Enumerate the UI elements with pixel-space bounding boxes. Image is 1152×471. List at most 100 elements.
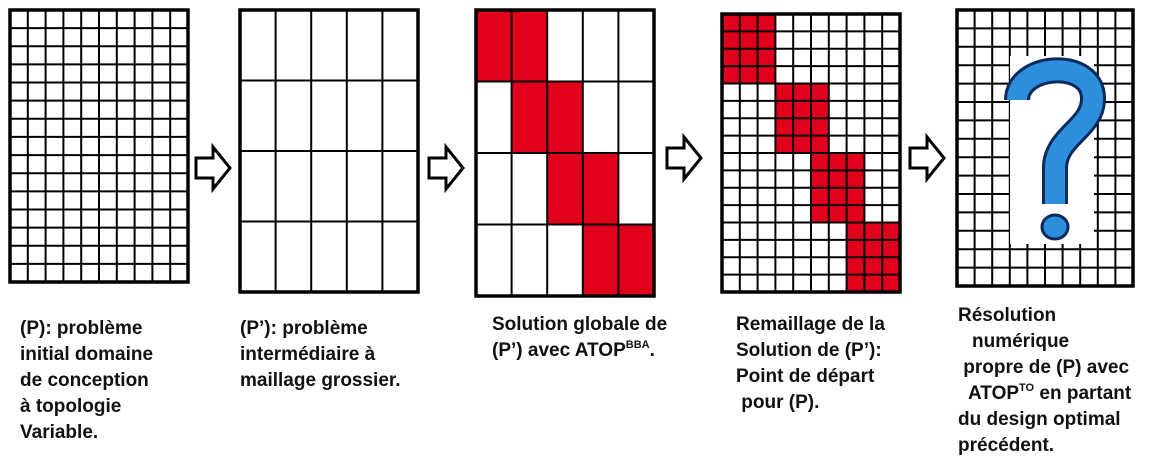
filled-cell xyxy=(811,153,829,171)
filled-cell xyxy=(547,153,583,225)
filled-cell xyxy=(846,170,865,188)
grid-border xyxy=(955,8,1135,288)
filled-cell xyxy=(722,31,740,49)
caption-line: Variable. xyxy=(20,422,99,443)
filled-cell xyxy=(722,48,740,67)
arrow-shape xyxy=(427,142,465,194)
filled-cell xyxy=(739,48,758,67)
filled-cell xyxy=(846,153,865,171)
caption-text: ATOP xyxy=(968,383,1020,404)
filled-cell xyxy=(846,222,865,240)
caption-line: Point de départ xyxy=(736,366,875,387)
filled-cell xyxy=(846,205,865,223)
filled-cell xyxy=(757,14,776,32)
caption-superscript: TO xyxy=(1019,382,1035,394)
caption-line: ATOPTO en partant xyxy=(958,381,1131,407)
panel-global-solution xyxy=(474,8,656,298)
caption-step-4: Remaillage de la Solution de (P’): Point… xyxy=(736,312,885,416)
coarse-mesh-grid xyxy=(238,8,420,294)
caption-line: propre de (P) avec xyxy=(958,357,1130,378)
filled-cell xyxy=(511,81,548,153)
caption-line: Résolution xyxy=(958,305,1057,326)
filled-cell xyxy=(582,153,619,225)
grid-border xyxy=(474,8,656,298)
caption-step-3: Solution globale de (P’) avec ATOPBBA. xyxy=(492,312,667,364)
fine-mesh-grid xyxy=(8,8,190,284)
filled-cell xyxy=(547,81,583,153)
filled-cell xyxy=(757,66,776,84)
caption-line: du design optimal xyxy=(958,409,1121,430)
filled-cell xyxy=(811,205,829,223)
filled-cell xyxy=(739,66,758,84)
filled-cell xyxy=(864,222,883,240)
filled-cell xyxy=(739,31,758,49)
filled-cell xyxy=(722,14,740,32)
caption-text: en partant xyxy=(1034,383,1132,404)
filled-cell xyxy=(828,170,847,188)
filled-cell xyxy=(846,274,865,292)
filled-cell xyxy=(793,118,811,136)
grid-border xyxy=(720,12,902,294)
filled-cell xyxy=(828,187,847,206)
filled-cell xyxy=(811,118,829,136)
filled-cell xyxy=(582,224,619,296)
caption-line: intermédiaire à xyxy=(240,344,376,365)
panel-initial-fine-mesh xyxy=(8,8,190,284)
coarse-solution-grid xyxy=(474,8,656,298)
caption-line: numérique xyxy=(972,331,1070,352)
caption-line: de conception xyxy=(20,370,149,391)
filled-cell xyxy=(811,100,829,119)
filled-cell xyxy=(775,118,794,136)
filled-cell xyxy=(828,205,847,223)
caption-text: . xyxy=(649,340,655,361)
filled-cell xyxy=(811,187,829,206)
question-mark-dot xyxy=(1040,213,1070,241)
filled-cell xyxy=(882,222,900,240)
filled-cell xyxy=(811,135,829,153)
filled-cell xyxy=(864,257,883,275)
panel-numerical-resolution xyxy=(955,8,1135,288)
panel-remeshed-solution xyxy=(720,12,902,294)
filled-cell xyxy=(618,224,654,296)
filled-cell xyxy=(846,257,865,275)
right-arrow-icon xyxy=(426,142,466,198)
filled-cell xyxy=(864,274,883,292)
caption-step-5: Résolution numérique propre de (P) avec … xyxy=(958,303,1131,459)
filled-cell xyxy=(882,257,900,275)
arrow-shape xyxy=(665,132,703,184)
caption-line: maillage grossier. xyxy=(240,370,401,391)
right-arrow-icon xyxy=(907,132,947,188)
caption-line: (P): problème xyxy=(20,318,143,339)
filled-cell xyxy=(793,83,811,101)
filled-cell xyxy=(846,187,865,206)
caption-line: à topologie xyxy=(20,396,122,417)
unknown-design-grid xyxy=(955,8,1135,288)
caption-line: (P’): problème xyxy=(240,318,368,339)
caption-line: Solution de (P’): xyxy=(736,340,882,361)
caption-line: Solution globale de xyxy=(492,314,668,335)
right-arrow-icon xyxy=(193,142,233,198)
caption-line: (P’) avec ATOPBBA. xyxy=(492,338,667,364)
filled-cell xyxy=(811,170,829,188)
filled-cell xyxy=(511,10,548,82)
arrow-shape xyxy=(908,132,946,184)
caption-superscript: BBA xyxy=(625,339,650,351)
caption-line: pour (P). xyxy=(736,392,820,413)
filled-cell xyxy=(846,239,865,258)
question-mark-stroke xyxy=(1007,60,1103,204)
filled-cell xyxy=(775,100,794,119)
filled-cell xyxy=(775,135,794,153)
caption-step-2: (P’): problème intermédiaire à maillage … xyxy=(240,316,401,394)
filled-cell xyxy=(476,10,512,82)
filled-cell xyxy=(757,48,776,67)
filled-cell xyxy=(864,239,883,258)
panel-coarse-mesh xyxy=(238,8,420,294)
filled-cell xyxy=(882,239,900,258)
filled-cell xyxy=(775,83,794,101)
caption-line: précédent. xyxy=(958,435,1055,456)
question-mark-icon xyxy=(1004,56,1106,244)
filled-cell xyxy=(793,135,811,153)
filled-cell xyxy=(739,14,758,32)
filled-cell xyxy=(793,100,811,119)
filled-cell xyxy=(722,66,740,84)
